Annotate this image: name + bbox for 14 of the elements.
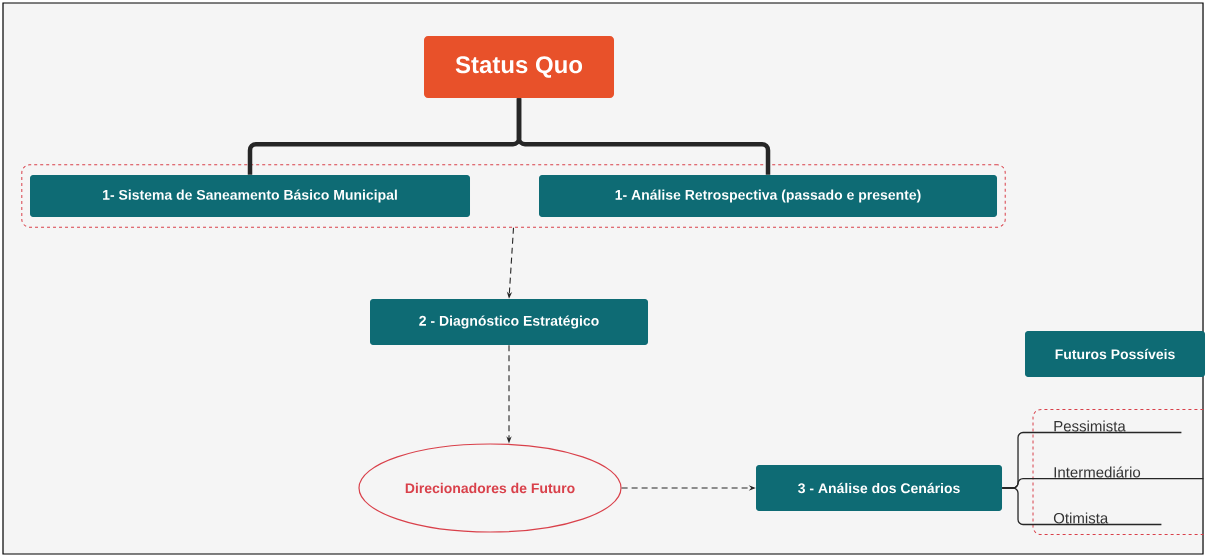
- process-box: 3 - Análise dos Cenários: [756, 465, 1002, 511]
- dashed-group-box: [1032, 409, 1206, 535]
- list-item: Otimista: [1053, 512, 1109, 524]
- process-box: Futuros Possíveis: [1025, 331, 1205, 377]
- dashed-group-box: [21, 164, 1006, 228]
- title-box: Status Quo: [424, 36, 614, 98]
- process-box: 2 - Diagnóstico Estratégico: [370, 299, 648, 345]
- list-item: Pessimista: [1054, 420, 1126, 432]
- ellipse-node: Direcionadores de Futuro: [358, 443, 622, 533]
- connector-line: [516, 98, 771, 175]
- process-box: 1- Análise Retrospectiva (passado e presente): [539, 175, 997, 217]
- connector-line: [1001, 487, 1163, 526]
- process-box: 1- Sistema de Saneamento Básico Municipal: [30, 175, 470, 217]
- list-item: Intermediário: [1054, 466, 1141, 478]
